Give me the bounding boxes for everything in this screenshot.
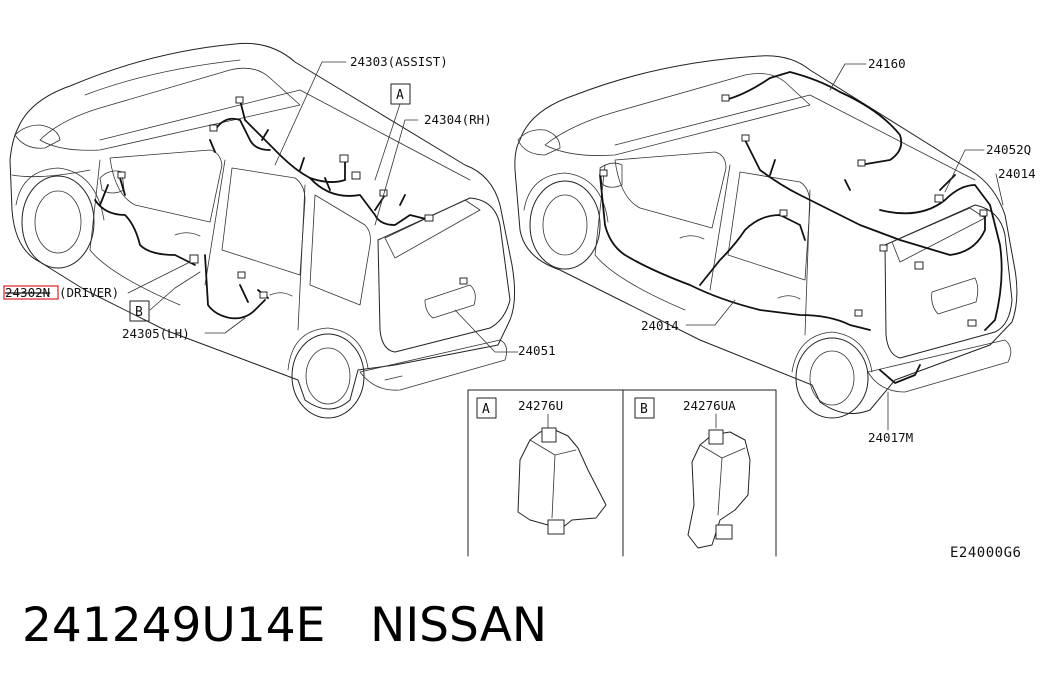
- callout-b-box: [129, 300, 150, 322]
- detail-a-part: 24276U: [518, 398, 563, 413]
- label-24303-assist: 24303(ASSIST): [350, 54, 448, 69]
- detail-b-tag-box: [634, 397, 655, 419]
- label-24014-left: 24014: [641, 318, 679, 333]
- caption-spacer: [325, 598, 370, 653]
- detail-b-part: 24276UA: [683, 398, 736, 413]
- right-car-leaders: [685, 63, 1004, 431]
- part-number: 241249U14E: [22, 598, 326, 653]
- detail-a-tag: A: [482, 402, 490, 417]
- left-car-leaders: [127, 61, 519, 353]
- right-car: [514, 55, 1018, 419]
- label-24051: 24051: [518, 343, 556, 358]
- label-driver: (DRIVER): [59, 285, 119, 300]
- driver-label-highlight: [3, 285, 59, 300]
- left-car-harness: [94, 96, 468, 320]
- detail-b-tag: B: [640, 402, 648, 417]
- label-24017m: 24017M: [868, 430, 913, 445]
- callout-a: A: [396, 88, 404, 103]
- detail-a-tag-box: [476, 397, 497, 419]
- callout-b: B: [135, 305, 143, 320]
- label-24014-right: 24014: [998, 166, 1036, 181]
- label-24052q: 24052Q: [986, 142, 1031, 157]
- left-car: [9, 42, 516, 419]
- callout-a-box: [390, 83, 411, 105]
- footer-caption: 241249U14E NISSAN: [22, 596, 547, 656]
- brand-name: NISSAN: [370, 598, 548, 653]
- diagram-code: E24000G6: [950, 545, 1021, 561]
- label-24305-lh: 24305(LH): [122, 326, 190, 341]
- label-24302n: 24302N: [5, 285, 50, 300]
- label-24160: 24160: [868, 56, 906, 71]
- right-car-harness: [599, 71, 1003, 384]
- label-24304-rh: 24304(RH): [424, 112, 492, 127]
- detail-panel: A 24276U B 24276UA: [467, 389, 777, 557]
